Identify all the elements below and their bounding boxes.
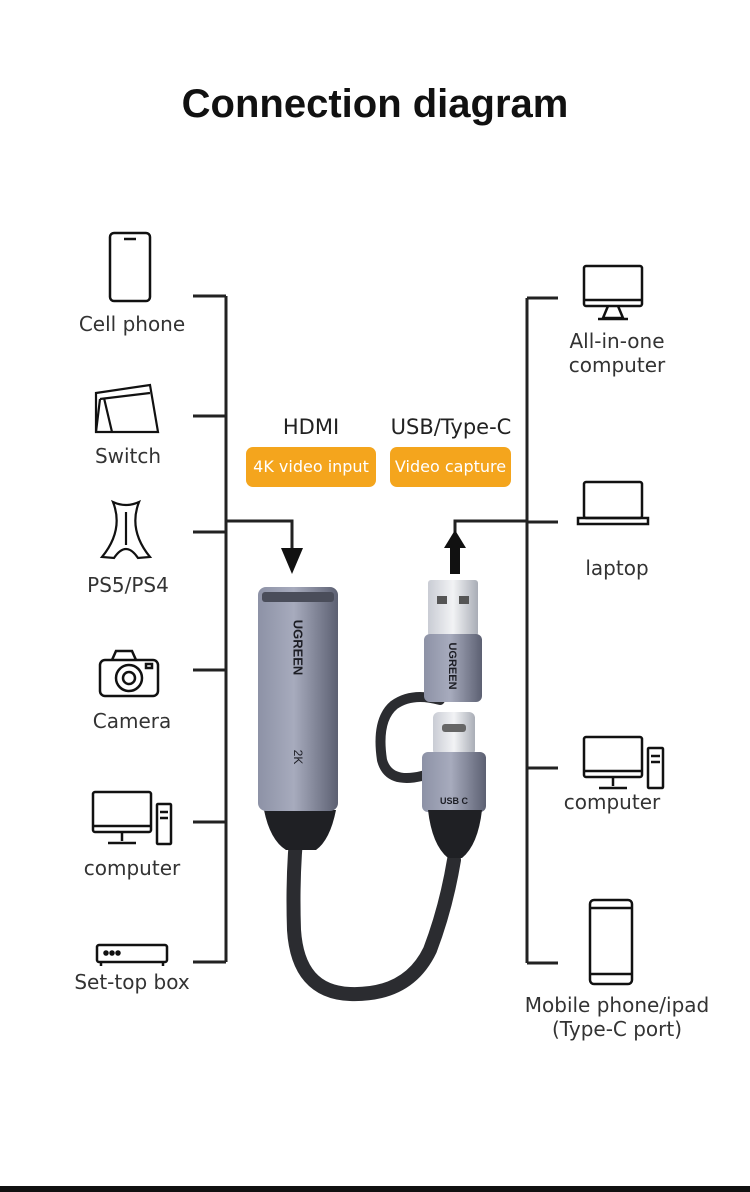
left-device-label: Set-top box: [74, 970, 190, 994]
desktop-computer-icon: [91, 790, 173, 846]
output-arrow: [444, 530, 466, 548]
usb-c-housing: [422, 752, 486, 812]
output-port-label: USB/Type-C: [390, 415, 512, 439]
hdmi-brand-label: UGREEN: [290, 619, 306, 676]
output-badge: Video capture: [390, 447, 511, 487]
left-device-label: PS5/PS4: [87, 573, 169, 597]
right-device-label: computer: [563, 790, 661, 814]
cell-phone-icon: [108, 231, 152, 303]
split-cable: [375, 691, 445, 783]
usb-c-label: USB C: [439, 796, 468, 806]
input-arrow: [281, 548, 303, 574]
right-device-label: (Type-C port): [551, 1017, 683, 1041]
bottom-border: [0, 1186, 750, 1192]
hdmi-housing: [258, 587, 338, 811]
switch-icon: [94, 383, 160, 434]
left-device-label: Camera: [92, 709, 172, 733]
right-device-label: All-in-one: [569, 329, 665, 353]
left-connector-lines: [193, 294, 294, 964]
left-device-label: Switch: [94, 444, 162, 468]
usb-brand-label: UGREEN: [446, 642, 458, 690]
laptop-icon: [576, 480, 650, 526]
tablet-icon: [588, 898, 634, 986]
right-device-label: Mobile phone/ipad: [524, 993, 710, 1017]
left-device-label: computer: [83, 856, 181, 880]
usb-a-housing: [424, 634, 482, 702]
capture-card: [258, 580, 486, 1002]
page-title: Connection diagram: [181, 82, 569, 126]
input-port-label: HDMI: [282, 415, 340, 439]
left-device-label: Cell phone: [78, 312, 186, 336]
main-cable: [286, 813, 461, 1002]
right-device-label: laptop: [585, 556, 649, 580]
camera-icon: [98, 649, 160, 698]
usb-c-plug: [433, 712, 475, 756]
input-badge: 4K video input: [246, 447, 376, 487]
right-device-label: computer: [568, 353, 666, 377]
ps5-icon: [99, 499, 153, 560]
desktop-computer-icon: [582, 735, 665, 790]
resolution-label: 2K: [291, 749, 305, 765]
usb-a-plug: [428, 580, 478, 636]
set-top-box-icon: [95, 943, 169, 966]
right-connector-lines: [453, 296, 558, 965]
all-in-one-computer-icon: [582, 264, 644, 321]
